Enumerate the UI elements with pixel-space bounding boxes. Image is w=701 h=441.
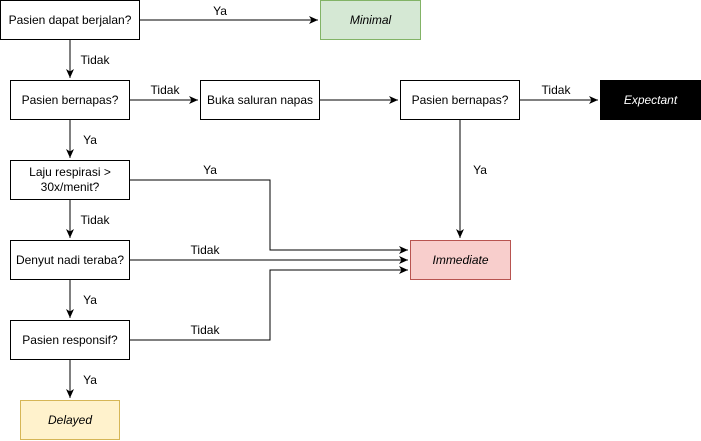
edge-label-resp-immediate: Ya [203, 163, 217, 177]
edge-label-walk-minimal: Ya [213, 4, 227, 18]
node-responsive: Pasien responsif? [10, 320, 130, 360]
edge-label-breathing2-immediate: Ya [473, 163, 487, 177]
node-minimal-label: Minimal [349, 12, 392, 27]
edge-label-responsive-delayed: Ya [83, 373, 97, 387]
edge-label-pulse-immediate: Tidak [190, 243, 220, 257]
edge-label-breathing2-expectant: Tidak [541, 83, 571, 97]
node-expectant: Expectant [600, 80, 701, 120]
node-breathing1: Pasien bernapas? [10, 80, 130, 120]
node-pulse-label: Denyut nadi teraba? [15, 252, 125, 267]
edge-label-pulse-responsive: Ya [83, 293, 97, 307]
node-responsive-label: Pasien responsif? [22, 332, 118, 347]
edge-label-walk-breathing1: Tidak [80, 53, 110, 67]
edge-label-resp-pulse: Tidak [80, 213, 110, 227]
edge-label-breathing1-airway: Tidak [150, 83, 180, 97]
node-breathing2-label: Pasien bernapas? [411, 92, 509, 107]
node-immediate: Immediate [410, 240, 511, 280]
node-breathing2: Pasien bernapas? [400, 80, 520, 120]
node-breathing1-label: Pasien bernapas? [21, 92, 119, 107]
node-expectant-label: Expectant [623, 92, 678, 107]
edge-label-responsive-immediate: Tidak [190, 323, 220, 337]
node-resp-rate-label: Laju respirasi > 30x/menit? [29, 165, 111, 194]
node-pulse: Denyut nadi teraba? [10, 240, 130, 280]
edge-responsive-immediate [130, 266, 408, 341]
node-walk-label: Pasien dapat berjalan? [8, 12, 132, 27]
node-resp-rate: Laju respirasi > 30x/menit? [10, 160, 130, 200]
node-immediate-label: Immediate [432, 252, 489, 267]
node-airway-label: Buka saluran napas [206, 92, 314, 107]
node-minimal: Minimal [320, 0, 421, 40]
edge-resp-immediate [130, 179, 408, 254]
node-airway: Buka saluran napas [200, 80, 320, 120]
edge-label-breathing1-resp: Ya [83, 133, 97, 147]
node-walk: Pasien dapat berjalan? [0, 0, 140, 40]
node-delayed-label: Delayed [47, 412, 93, 427]
node-delayed: Delayed [20, 400, 120, 440]
